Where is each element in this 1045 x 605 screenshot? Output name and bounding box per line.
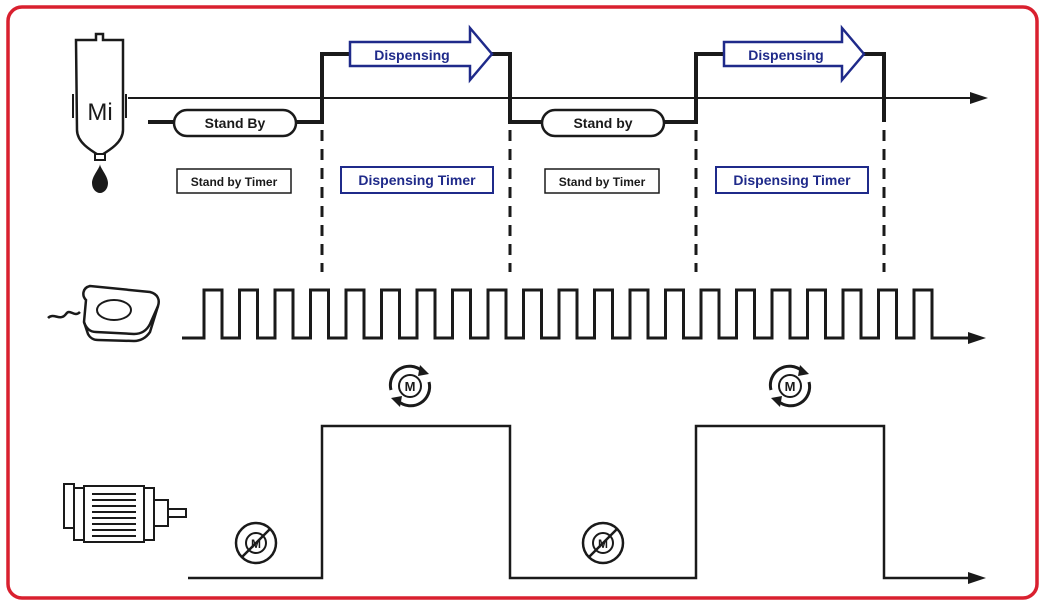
dispense-axis-arrow bbox=[970, 92, 988, 104]
standby-timer-box-2 bbox=[544, 168, 660, 194]
dispensing-label-1: Dispensing bbox=[374, 47, 449, 63]
sensor-pulse-signal bbox=[182, 288, 970, 340]
motor-state-signal bbox=[188, 424, 970, 580]
dispensing-timer-box-2 bbox=[715, 166, 869, 194]
dispense-signal-part-3 bbox=[862, 52, 886, 122]
standby-timer-box-1 bbox=[176, 168, 292, 194]
motor-stopped-icon bbox=[581, 521, 625, 565]
standby-label-2: Stand by bbox=[573, 115, 632, 131]
dispensing-arrow-1 bbox=[348, 24, 494, 84]
bottle-label: Mi bbox=[87, 99, 112, 126]
sensor-pad-icon bbox=[47, 284, 160, 343]
motor-off-label-2: M bbox=[598, 537, 608, 551]
dispensing-timer-label-2: Dispensing Timer bbox=[733, 172, 851, 188]
dispensing-label-2: Dispensing bbox=[748, 47, 823, 63]
dispensing-timer-box-1 bbox=[340, 166, 494, 194]
dispensing-arrow-2 bbox=[722, 24, 866, 84]
motor-stopped-icon bbox=[234, 521, 278, 565]
standby-pill-2 bbox=[540, 108, 666, 138]
motor-off-label-1: M bbox=[251, 537, 261, 551]
motor-on-label-2: M bbox=[785, 379, 796, 394]
standby-timer-label-1: Stand by Timer bbox=[191, 175, 278, 189]
motor-on-label-1: M bbox=[405, 379, 416, 394]
dispensing-timer-label-1: Dispensing Timer bbox=[358, 172, 476, 188]
standby-pill-1 bbox=[172, 108, 298, 138]
motor-rotating-icon bbox=[388, 364, 432, 408]
electric-motor-icon bbox=[63, 483, 187, 543]
sensor-axis-arrow bbox=[968, 332, 986, 344]
standby-label-1: Stand By bbox=[205, 115, 266, 131]
motor-rotating-icon bbox=[768, 364, 812, 408]
motor-axis-arrow bbox=[968, 572, 986, 584]
dispenser-bottle-icon bbox=[72, 32, 127, 193]
timing-guides bbox=[320, 130, 886, 272]
standby-timer-label-2: Stand by Timer bbox=[559, 175, 646, 189]
